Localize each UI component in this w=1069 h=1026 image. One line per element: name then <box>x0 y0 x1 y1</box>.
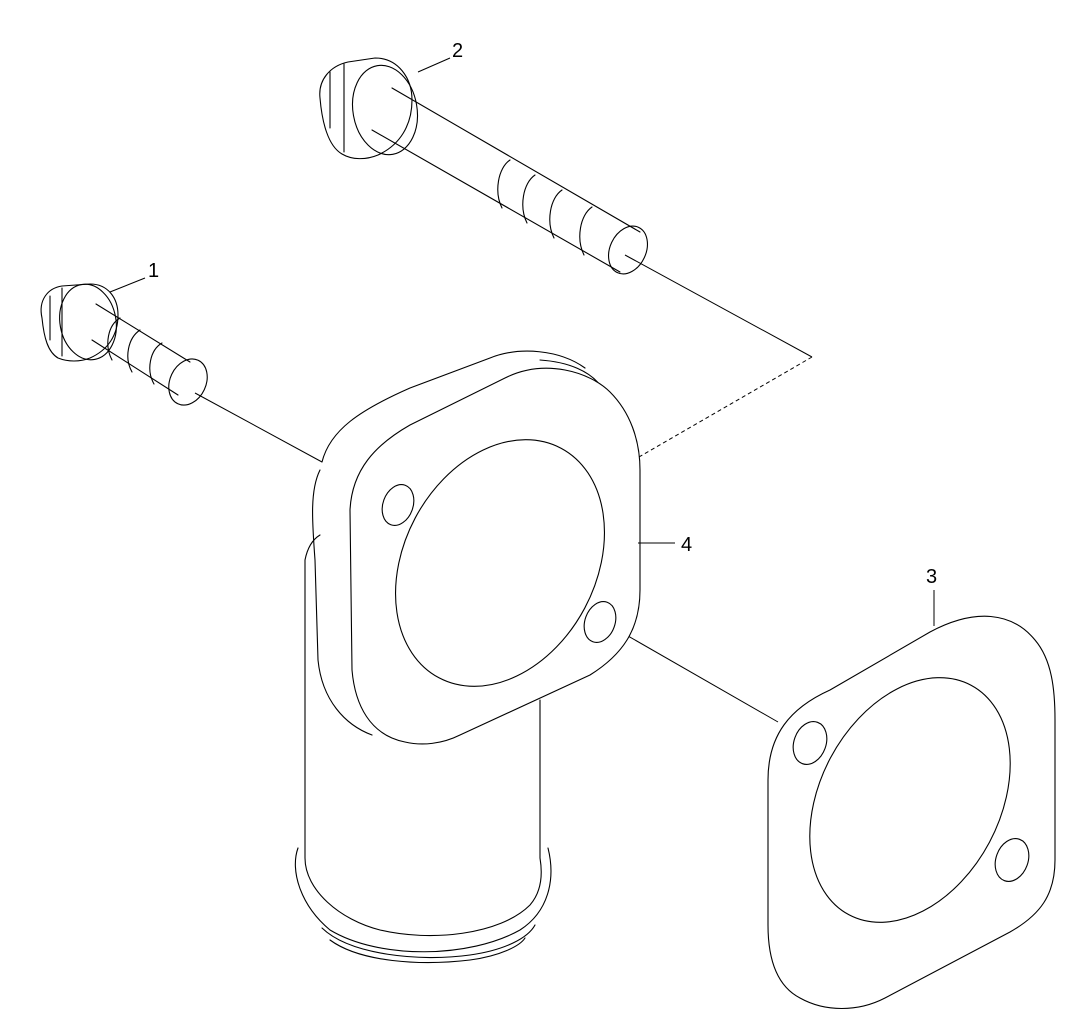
bolt-long <box>319 57 648 275</box>
bolt-long-threads <box>497 159 593 256</box>
callout-2-leader <box>417 57 451 73</box>
bolt-long-flange <box>351 64 419 156</box>
bolt-short-head-facets <box>49 287 63 357</box>
bolt-long-shank <box>371 87 641 273</box>
bolt-short-threads <box>107 317 163 385</box>
flange-bolt-hole-upper <box>381 484 415 526</box>
flange-face <box>349 367 641 745</box>
pipe-end-lip-lower <box>329 937 526 964</box>
bolt-2-axis-line <box>624 254 813 358</box>
callout-1-leader <box>109 277 146 293</box>
pipe-neck <box>304 534 321 561</box>
bolt-short-shank <box>91 303 191 396</box>
gasket-outline <box>767 615 1056 1010</box>
bolt-short <box>40 283 208 406</box>
water-outlet-housing <box>294 350 641 964</box>
pipe-end-ring-outer <box>294 847 552 953</box>
bolt-short-head <box>40 283 119 362</box>
callout-labels: 1 2 3 4 <box>148 40 937 588</box>
flange-bolt-hole-lower <box>583 601 617 643</box>
gasket-bore <box>809 677 1011 923</box>
gasket-bolt-hole-upper <box>792 721 828 765</box>
callout-4-label: 4 <box>681 534 692 556</box>
callout-2-label: 2 <box>452 40 463 62</box>
pipe-end-ring-inner <box>304 857 542 937</box>
gasket <box>767 615 1056 1010</box>
pipe-end-lip <box>321 924 536 959</box>
flange-back-contour <box>321 350 586 463</box>
callout-leaders <box>109 57 935 626</box>
gasket-bolt-hole-lower <box>994 838 1030 882</box>
flange-bore <box>395 439 605 687</box>
callout-3-label: 3 <box>926 566 937 588</box>
bolt-long-tip <box>608 225 648 275</box>
callout-1-label: 1 <box>148 260 159 282</box>
bolt-2-hidden-axis-line <box>477 356 813 551</box>
bolt-1-axis-line <box>194 392 323 463</box>
bolt-short-tip <box>168 358 208 406</box>
pipe-body <box>304 559 541 859</box>
bolt-long-head <box>319 57 413 160</box>
flange-side-edge <box>312 469 373 736</box>
bolt-short-flange <box>59 283 117 361</box>
bolt-long-head-facets <box>329 63 345 153</box>
